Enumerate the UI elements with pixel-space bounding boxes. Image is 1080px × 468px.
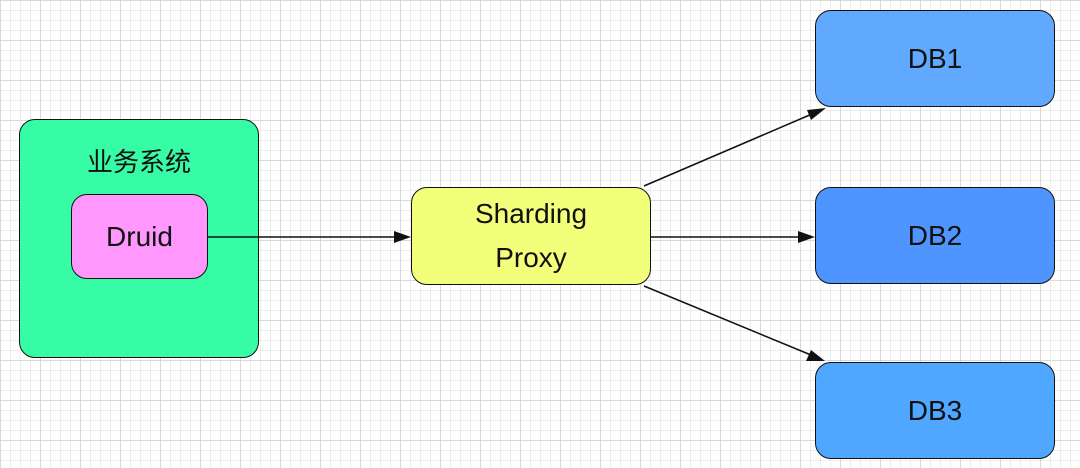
- arrowhead-db2: [798, 231, 815, 243]
- db3-node[interactable]: DB3: [815, 362, 1055, 459]
- business-system-label: 业务系统: [86, 148, 191, 178]
- arrowhead-proxy: [394, 231, 411, 243]
- druid-label: Druid: [106, 220, 173, 252]
- edge-proxy-to-db1[interactable]: [643, 113, 813, 187]
- proxy-label-line2: Proxy: [495, 242, 567, 273]
- druid-node[interactable]: Druid: [71, 194, 208, 279]
- sharding-proxy-node[interactable]: Sharding Proxy: [411, 187, 651, 285]
- db2-label: DB2: [907, 219, 963, 251]
- business-system-container[interactable]: 业务系统: [19, 119, 259, 358]
- arrowhead-db1: [807, 108, 826, 120]
- db1-label: DB1: [907, 42, 963, 74]
- edge-proxy-to-db3[interactable]: [643, 285, 812, 356]
- db3-label: DB3: [907, 394, 963, 426]
- arrowhead-db3: [806, 350, 825, 361]
- db2-node[interactable]: DB2: [815, 187, 1055, 284]
- db1-node[interactable]: DB1: [815, 10, 1055, 107]
- proxy-label-line1: Sharding: [474, 198, 588, 229]
